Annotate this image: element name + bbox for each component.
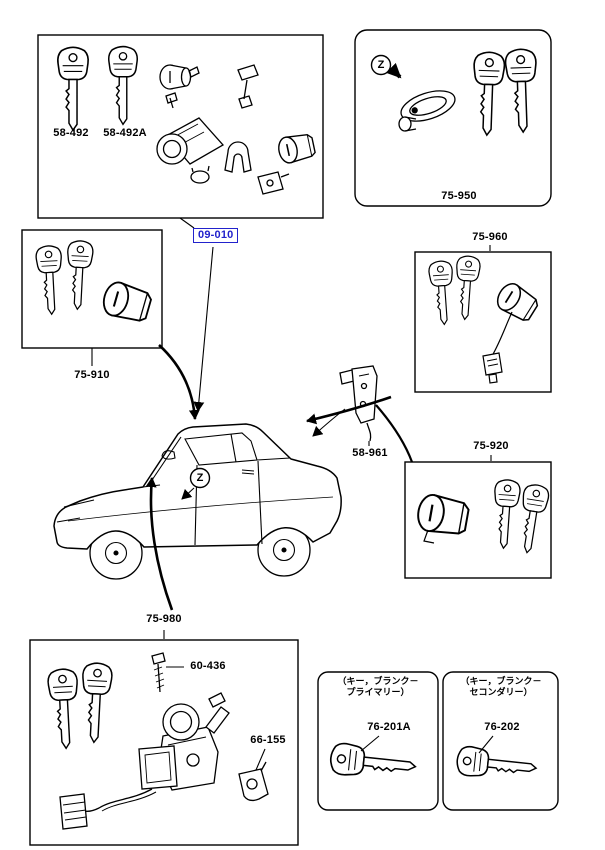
z-view-marker-car: Z (196, 472, 204, 484)
door-cylinder-left-parts (427, 254, 542, 384)
box-key-blank-secondary (442, 671, 559, 811)
box-door-cylinder-left (414, 251, 552, 393)
caption-key-blank-primary-line1: （キー，ブランク－ (337, 676, 419, 686)
z-view-marker-box: Z (377, 59, 385, 71)
part-label-76-202: 76-202 (484, 721, 520, 733)
part-label-60-436: 60-436 (190, 660, 226, 672)
key-blank-parts (328, 741, 539, 784)
part-label-76-201A: 76-201A (367, 721, 411, 733)
part-label-75-980: 75-980 (146, 613, 182, 625)
ignition-lock-set-parts (57, 45, 317, 195)
door-cylinder-right-parts (34, 239, 155, 326)
trunk-cylinder-parts (414, 478, 551, 556)
part-label-66-155: 66-155 (250, 734, 286, 746)
box-key-blank-primary (317, 671, 439, 811)
part-label-58-492A: 58-492A (103, 127, 147, 139)
part-label-75-920: 75-920 (473, 440, 509, 452)
part-label-75-960: 75-960 (472, 231, 508, 243)
caption-key-blank-secondary-line1: （キー，ブランク－ (460, 676, 542, 686)
part-label-09-010-selected[interactable]: 09-010 (193, 228, 239, 243)
caption-key-blank-secondary-line2: セコンダリー） (469, 687, 533, 697)
box-steering-lock (29, 639, 299, 846)
z-marker-circles (189, 54, 392, 489)
box-door-key-set (354, 29, 552, 207)
car-illustration (53, 423, 342, 580)
door-key-set-parts (385, 47, 540, 137)
part-label-58-492: 58-492 (53, 127, 89, 139)
caption-key-blank-primary-line2: プライマリー） (346, 687, 410, 697)
box-trunk-cylinder (404, 461, 552, 579)
bold-leader-curves (145, 344, 414, 611)
steering-lock-parts (46, 652, 269, 830)
part-label-75-950: 75-950 (441, 190, 477, 202)
part-label-58-961: 58-961 (352, 447, 388, 459)
part-label-75-910: 75-910 (74, 369, 110, 381)
